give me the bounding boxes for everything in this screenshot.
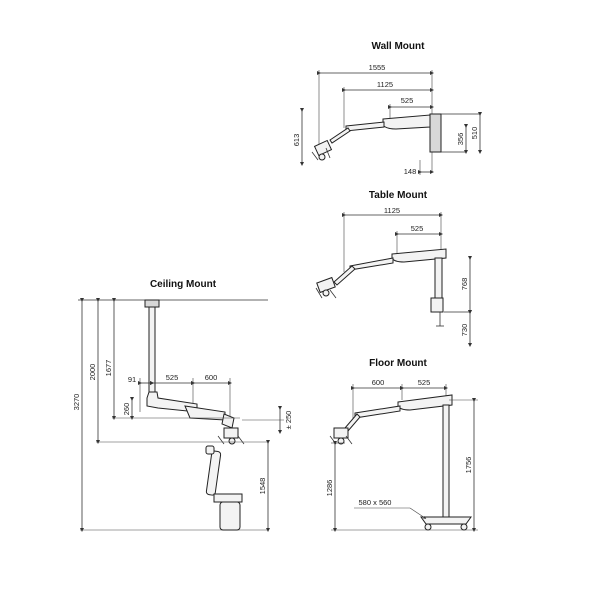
- wall-dim-1555: 1555: [369, 63, 386, 72]
- table-dim-525: 525: [411, 224, 424, 233]
- wall-dim-148: 148: [404, 167, 417, 176]
- patient-chair: [205, 445, 243, 531]
- floor-dim-1756: 1756: [464, 457, 473, 474]
- ceiling-dim-1677: 1677: [104, 360, 113, 377]
- ceiling-dim-1548: 1548: [258, 478, 267, 495]
- table-dim-730: 730: [460, 324, 469, 337]
- ceiling-plate: [144, 299, 160, 308]
- ceiling-dim-525: 525: [166, 373, 179, 382]
- floor-dim-525: 525: [418, 378, 431, 387]
- floor-mount-panel: Floor Mount 600 525 1286 1756: [325, 358, 478, 532]
- ceiling-mount-panel: Ceiling Mount 91 525 600 3270 2000 1677: [72, 279, 293, 532]
- wall-microscope-head: [311, 139, 333, 161]
- table-arm-2: [333, 265, 356, 286]
- ceiling-arm-box: [146, 391, 198, 413]
- wall-dim-1125: 1125: [377, 80, 393, 89]
- ceiling-dim-3270: 3270: [72, 394, 81, 411]
- ceiling-dim-260: 260: [122, 403, 131, 416]
- floor-mount-title: Floor Mount: [369, 358, 427, 369]
- wall-plate: [429, 113, 442, 153]
- wall-mount-title: Wall Mount: [372, 41, 426, 52]
- floor-arm-1: [354, 405, 401, 419]
- ceiling-arm-2: [221, 413, 235, 429]
- table-dim-768: 768: [460, 278, 469, 291]
- wall-arm-1: [345, 121, 385, 132]
- ceiling-dim-250: ± 250: [284, 411, 293, 430]
- ceiling-microscope-head: [217, 427, 245, 445]
- wall-dim-525: 525: [401, 96, 414, 105]
- floor-caster-right: [460, 523, 468, 531]
- floor-microscope-head: [329, 427, 353, 445]
- table-clamp: [430, 297, 444, 313]
- floor-base: [420, 516, 472, 525]
- wall-mount-panel: Wall Mount 1555 1125 525 613 356: [292, 41, 482, 176]
- floor-dim-600: 600: [372, 378, 385, 387]
- wall-dim-613: 613: [292, 134, 301, 147]
- floor-dim-580x560: 580 x 560: [359, 498, 392, 507]
- table-microscope-head: [315, 276, 337, 299]
- table-mount-panel: Table Mount 1125 525 768 730: [315, 190, 472, 347]
- wall-dim-510: 510: [470, 127, 479, 140]
- floor-column: [442, 404, 450, 518]
- ceiling-mount-title: Ceiling Mount: [150, 279, 217, 290]
- wall-arm-2: [329, 127, 351, 144]
- floor-dim-1286: 1286: [325, 480, 334, 497]
- floor-caster-left: [424, 523, 432, 531]
- ceiling-dim-2000: 2000: [88, 364, 97, 381]
- ceiling-pole: [148, 306, 156, 393]
- table-dim-1125: 1125: [384, 206, 400, 215]
- ceiling-dim-600: 600: [205, 373, 218, 382]
- table-arm-1: [349, 257, 394, 271]
- table-column: [434, 257, 443, 299]
- wall-dim-356: 356: [456, 133, 465, 146]
- ceiling-dim-91: 91: [128, 375, 136, 384]
- table-mount-title: Table Mount: [369, 190, 428, 201]
